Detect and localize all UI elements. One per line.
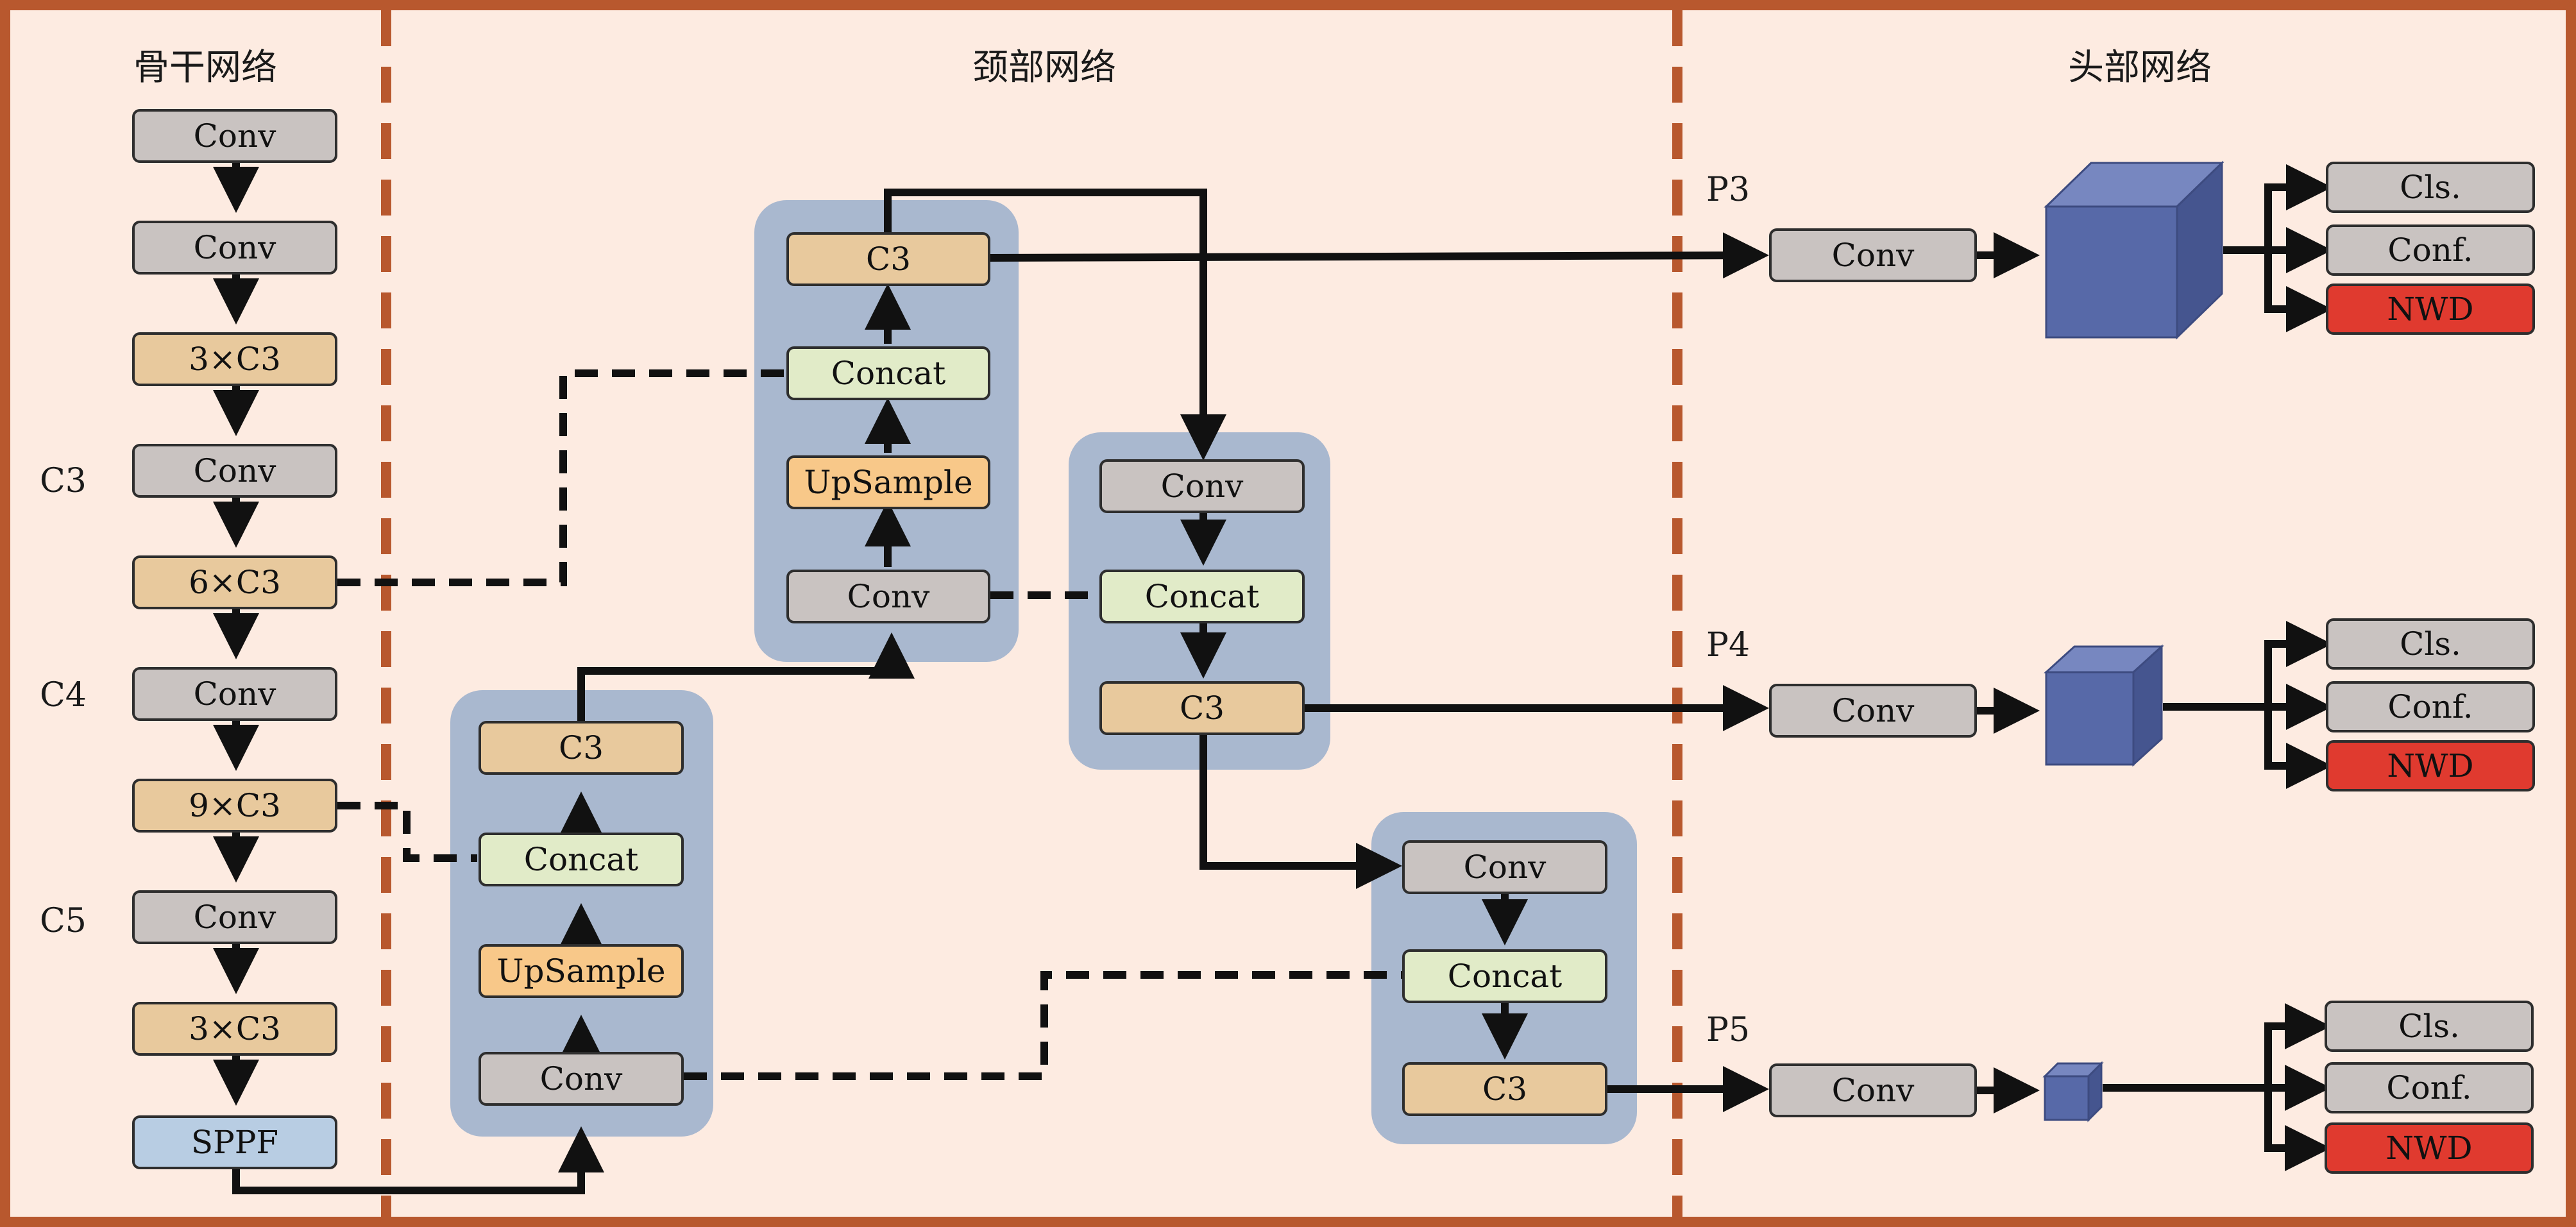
head-p4-conf: Conf. (2326, 681, 2535, 732)
side-label-c5: C5 (40, 902, 87, 940)
head-label-p4: P4 (1706, 626, 1750, 664)
backbone-conv-1: Conv (132, 109, 337, 163)
fan-p3-cls (2264, 164, 2332, 250)
skip-nl-conv-to-nb-concat (684, 971, 1402, 1080)
backbone-conv-4: Conv (132, 667, 337, 721)
neck-top-conv: Conv (786, 570, 990, 623)
head-p3-conf: Conf. (2326, 224, 2535, 276)
section-title-head: 头部网络 (2068, 47, 2212, 89)
neck-low-c3: C3 (479, 721, 684, 775)
head-p4-nwd: NWD (2326, 740, 2535, 791)
head-p4-conv: Conv (1769, 684, 1977, 738)
backbone-conv-2: Conv (132, 221, 337, 275)
backbone-3xc3-a: 3×C3 (132, 332, 337, 386)
skip-6xc3-to-nt-concat (337, 369, 785, 586)
backbone-9xc3: 9×C3 (132, 779, 337, 833)
head-p3-nwd: NWD (2326, 283, 2535, 335)
neck-bottom-c3: C3 (1402, 1062, 1607, 1116)
arrow-nl-c3-to-nt-conv (577, 632, 915, 721)
neck-mid-c3: C3 (1099, 681, 1305, 735)
fan-p5-cls (2264, 1003, 2331, 1088)
head-p5-conf: Conf. (2325, 1062, 2534, 1113)
neck-top-c3: C3 (786, 232, 990, 286)
skip-9xc3-to-nl-concat (337, 802, 477, 862)
neck-top-upsample: UpSample (786, 455, 990, 509)
feature-cube-p4 (2044, 644, 2164, 767)
head-p3-cls: Cls. (2326, 162, 2535, 213)
backbone-3xc3-b: 3×C3 (132, 1002, 337, 1056)
neck-mid-concat: Concat (1099, 570, 1305, 623)
section-title-neck: 颈部网络 (972, 47, 1116, 89)
head-p4-cls: Cls. (2326, 618, 2535, 670)
fan-p4-nwd (2264, 707, 2332, 789)
head-p5-cls: Cls. (2325, 1001, 2534, 1052)
head-label-p5: P5 (1706, 1011, 1750, 1049)
neck-low-concat: Concat (479, 833, 684, 886)
neck-bottom-concat: Concat (1402, 949, 1607, 1003)
fan-p3-nwd (2264, 250, 2332, 332)
fan-p5-nwd (2264, 1088, 2331, 1171)
neck-low-conv: Conv (479, 1052, 684, 1106)
section-title-backbone: 骨干网络 (133, 47, 277, 89)
head-p3-conv: Conv (1769, 228, 1977, 282)
side-label-c3: C3 (40, 462, 87, 500)
neck-top-concat: Concat (786, 346, 990, 400)
backbone-6xc3: 6×C3 (132, 555, 337, 609)
head-label-p3: P3 (1706, 171, 1750, 209)
backbone-conv-5: Conv (132, 890, 337, 944)
backbone-sppf: SPPF (132, 1115, 337, 1169)
side-label-c4: C4 (40, 676, 87, 715)
fan-p4-cls (2264, 621, 2332, 707)
backbone-conv-3: Conv (132, 444, 337, 498)
arrow-nt-c3-to-p3 (987, 232, 1769, 279)
feature-cube-p3 (2044, 160, 2224, 340)
head-p5-nwd: NWD (2325, 1122, 2534, 1174)
neck-bottom-conv: Conv (1402, 840, 1607, 894)
feature-cube-p5 (2042, 1061, 2104, 1122)
arrow-nt-c3-to-nm-conv (884, 189, 1226, 461)
neck-mid-conv: Conv (1099, 459, 1305, 513)
arrow-sppf-to-conv (232, 1126, 604, 1194)
head-p5-conv: Conv (1769, 1063, 1977, 1117)
neck-low-upsample: UpSample (479, 944, 684, 998)
arrow-nm-c3-to-nb-conv (1199, 731, 1402, 889)
